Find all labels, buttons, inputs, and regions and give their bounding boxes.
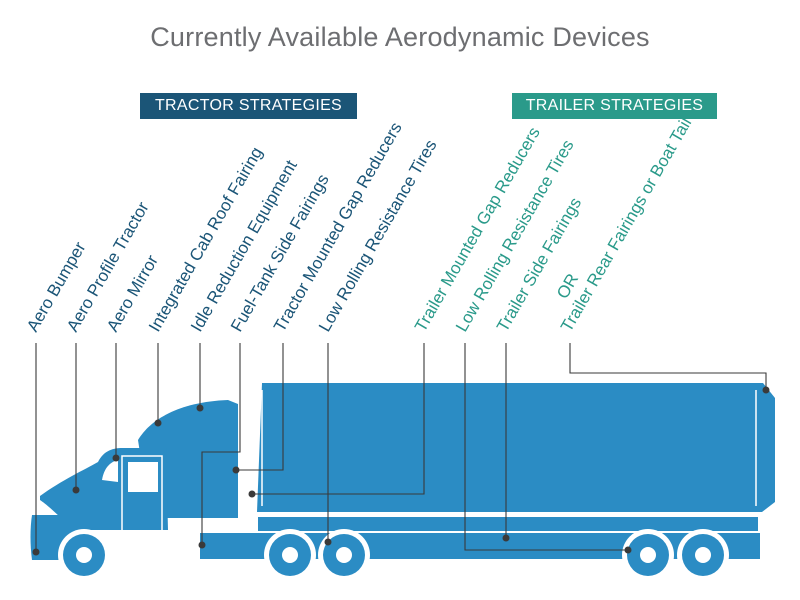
drive-wheel-2 [318, 529, 370, 581]
leader-trailer-lrr-tires [464, 343, 628, 551]
point-trailer-lrr-tires [624, 546, 632, 554]
cab-windshield [102, 460, 118, 482]
label-trailer-rear-fairings: Trailer Rear Fairings or Boat Tail [557, 114, 695, 335]
leader-lines [32, 343, 770, 556]
trailer-wheel-1 [622, 529, 674, 581]
page-title: Currently Available Aerodynamic Devices [150, 22, 650, 52]
front-wheel [58, 529, 110, 581]
point-trailer-side-fairings [502, 534, 510, 542]
trailer-strategies-header: TRAILER STRATEGIES [512, 93, 717, 119]
point-trailer-gap-reducers [248, 490, 256, 498]
point-aero-mirror [112, 454, 120, 462]
leader-trailer-rear-fairings [569, 343, 767, 390]
wheels [58, 529, 729, 581]
point-trailer-rear-fairings [762, 386, 770, 394]
leader-fuel-tank-fairings [201, 343, 241, 545]
point-cab-roof-fairing [154, 419, 162, 427]
point-aero-bumper [32, 548, 40, 556]
tractor-device-labels: Aero Bumper Aero Profile Tractor Aero Mi… [23, 119, 441, 335]
point-aero-profile-tractor [72, 486, 80, 494]
trailer-rail [258, 517, 758, 531]
point-idle-reduction [196, 404, 204, 412]
trailer-wheel-2 [677, 529, 729, 581]
trailer-box [257, 383, 775, 512]
cab-door-outline [121, 455, 163, 533]
drive-wheel-1 [264, 529, 316, 581]
tractor-strategies-header: TRACTOR STRATEGIES [140, 93, 357, 119]
point-tractor-lrr-tires [324, 538, 332, 546]
trailer-panel-outline [261, 390, 757, 506]
point-tractor-gap-reducers [232, 466, 240, 474]
cab-side-window [128, 462, 158, 492]
point-fuel-tank-fairings [198, 541, 206, 549]
leader-trailer-gap-reducers [252, 343, 425, 495]
trailer-device-labels: Trailer Mounted Gap Reducers Low Rolling… [411, 114, 695, 335]
leader-tractor-gap-reducers [236, 343, 284, 471]
